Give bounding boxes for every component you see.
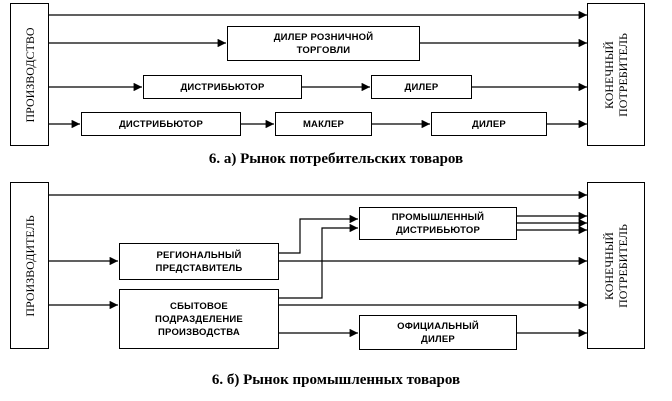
b-producer-label: ПРОИЗВОДИТЕЛЬ [22,214,37,317]
b-producer-box: ПРОИЗВОДИТЕЛЬ [10,182,49,349]
b-official-dealer-box: ОФИЦИАЛЬНЫЙ ДИЛЕР [359,315,517,350]
a-broker-box: МАКЛЕР [275,112,372,136]
a-distributor-box-2: ДИСТРИБЬЮТОР [81,112,241,136]
a-caption: 6. а) Рынок потребительских товаров [208,151,464,167]
b-caption: 6. б) Рынок промышленных товаров [211,372,461,388]
a-producer-box: ПРОИЗВОДСТВО [10,3,49,146]
a-dealer-box-2: ДИЛЕР [431,112,547,136]
b-consumer-label: КОНЕЧНЫЙ ПОТРЕБИТЕЛЬ [602,223,630,308]
b-regional-rep-box: РЕГИОНАЛЬНЫЙ ПРЕДСТАВИТЕЛЬ [119,243,279,280]
a-consumer-box: КОНЕЧНЫЙ ПОТРЕБИТЕЛЬ [587,3,645,146]
a-consumer-label: КОНЕЧНЫЙ ПОТРЕБИТЕЛЬ [602,32,630,117]
arrow-b-regional-to-distributor [279,214,358,254]
b-industrial-distributor-box: ПРОМЫШЛЕННЫЙ ДИСТРИБЬЮТОР [359,207,517,240]
b-sales-division-box: СБЫТОВОЕ ПОДРАЗДЕЛЕНИЕ ПРОИЗВОДСТВА [119,289,279,349]
a-distributor-box-1: ДИСТРИБЬЮТОР [143,75,302,99]
a-retail-dealer-box: ДИЛЕР РОЗНИЧНОЙ ТОРГОВЛИ [227,26,420,61]
a-producer-label: ПРОИЗВОДСТВО [22,26,37,123]
b-consumer-box: КОНЕЧНЫЙ ПОТРЕБИТЕЛЬ [587,182,645,349]
arrow-b-sales-to-distributor [279,223,358,299]
a-dealer-box-1: ДИЛЕР [371,75,472,99]
